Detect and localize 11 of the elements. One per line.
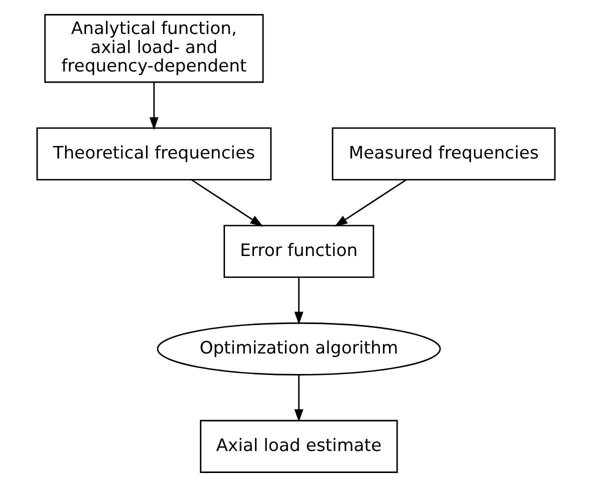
node-box: Analytical function, axial load- and frequency-dependent xyxy=(44,14,264,82)
arrow xyxy=(191,178,264,226)
node-box: Error function xyxy=(224,224,374,278)
node-box: Measured frequencies xyxy=(332,126,556,180)
arrow xyxy=(334,178,406,226)
node-ellipse: Optimization algorithm xyxy=(156,322,441,375)
arrow xyxy=(149,82,159,130)
arrow xyxy=(294,374,304,422)
node-box: Axial load estimate xyxy=(200,419,398,472)
arrow xyxy=(294,277,304,324)
node-box: Theoretical frequencies xyxy=(36,126,272,180)
